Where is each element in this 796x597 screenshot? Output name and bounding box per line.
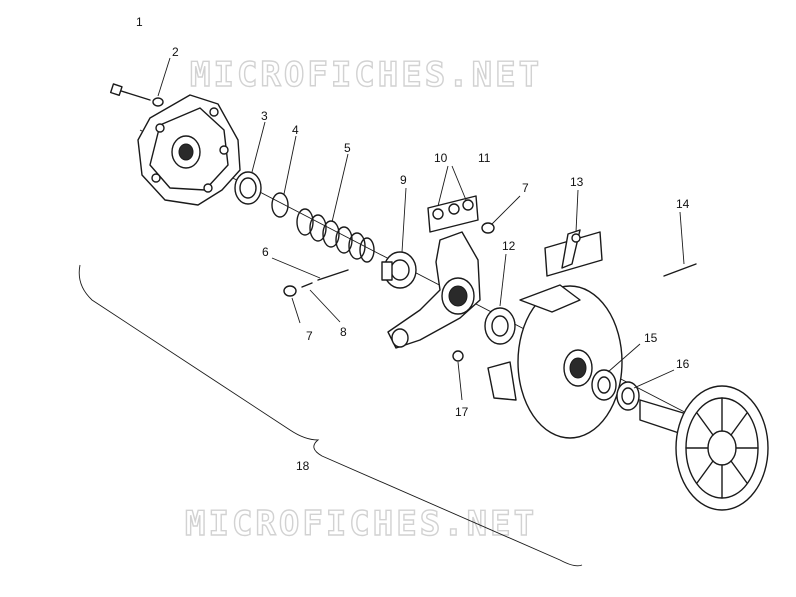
roller-part-9 — [381, 251, 417, 289]
callout-3: 3 — [261, 109, 268, 123]
callout-7-upper: 7 — [522, 181, 529, 195]
callout-4: 4 — [292, 123, 299, 137]
callout-17: 17 — [455, 405, 469, 419]
leader-lines — [157, 57, 685, 401]
bushing-part-15 — [591, 369, 617, 401]
watermark-top: MICROFICHES.NET — [190, 55, 542, 95]
snap-ring-part-4 — [271, 192, 289, 218]
watermark-bottom: MICROFICHES.NET — [185, 504, 537, 544]
callout-6: 6 — [262, 245, 269, 259]
pin-part-8 — [301, 282, 313, 288]
ring-part-3 — [234, 171, 262, 205]
cap-part-7-upper — [481, 222, 495, 234]
callout-18: 18 — [296, 459, 310, 473]
callout-9: 9 — [400, 173, 407, 187]
nut-part-17 — [452, 350, 464, 362]
spring-part-5 — [296, 208, 375, 263]
bolt-part-1 — [109, 83, 151, 101]
callout-1: 1 — [136, 15, 143, 29]
fixed-sheave — [639, 385, 769, 511]
pin-part-6 — [317, 269, 349, 281]
washer-part-12 — [484, 307, 516, 345]
callout-7-lower: 7 — [306, 329, 313, 343]
nut-plate-part-10-11 — [427, 195, 479, 233]
bracket-part-13 — [544, 229, 603, 277]
spider-arm — [387, 231, 481, 349]
callout-13: 13 — [570, 175, 584, 189]
callout-14: 14 — [676, 197, 690, 211]
callout-2: 2 — [172, 45, 179, 59]
cap-part-7-lower — [283, 285, 297, 297]
callout-16: 16 — [676, 357, 690, 371]
pin-part-14 — [663, 263, 697, 277]
callout-11: 11 — [478, 151, 491, 165]
moveable-sheave — [487, 284, 623, 439]
callout-8: 8 — [340, 325, 347, 339]
callout-15: 15 — [644, 331, 658, 345]
callout-5: 5 — [344, 141, 351, 155]
callout-12: 12 — [502, 239, 516, 253]
callout-10: 10 — [434, 151, 448, 165]
washer-part-2 — [152, 97, 164, 107]
assembly-bracket-18 — [78, 264, 583, 567]
housing-cover — [137, 94, 241, 206]
ring-part-16 — [616, 381, 640, 411]
